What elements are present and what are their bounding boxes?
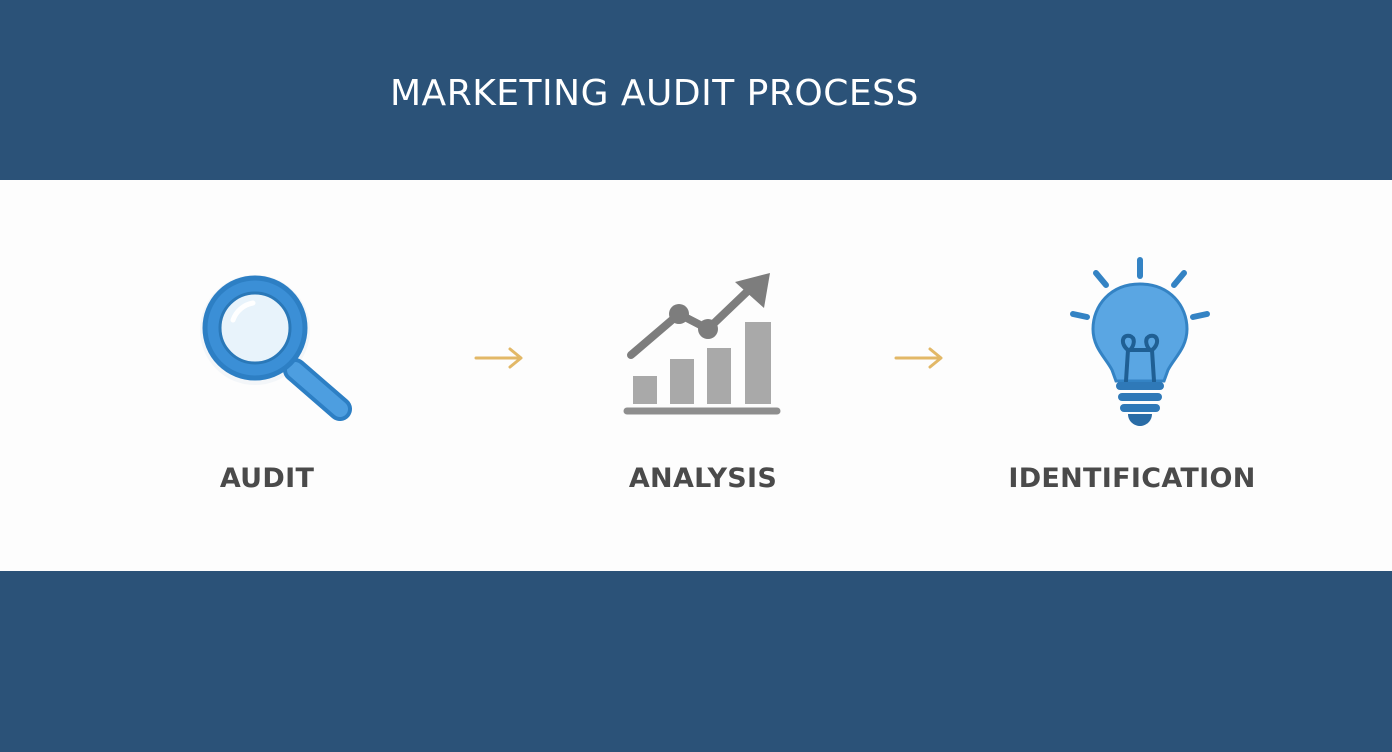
magnifying-glass-icon [183,258,363,438]
header-band: MARKETING AUDIT PROCESS [0,0,1392,180]
footer-band [0,571,1392,752]
arrow-right-icon [472,343,528,373]
diagram-title: MARKETING AUDIT PROCESS [390,73,919,114]
lightbulb-icon [1050,250,1230,430]
step-label-audit: AUDIT [219,463,315,494]
arrow-right-icon [892,343,948,373]
step-label-identification: IDENTIFICATION [1008,463,1256,494]
step-label-analysis: ANALYSIS [628,463,778,494]
bar-chart-trend-icon [613,258,793,438]
